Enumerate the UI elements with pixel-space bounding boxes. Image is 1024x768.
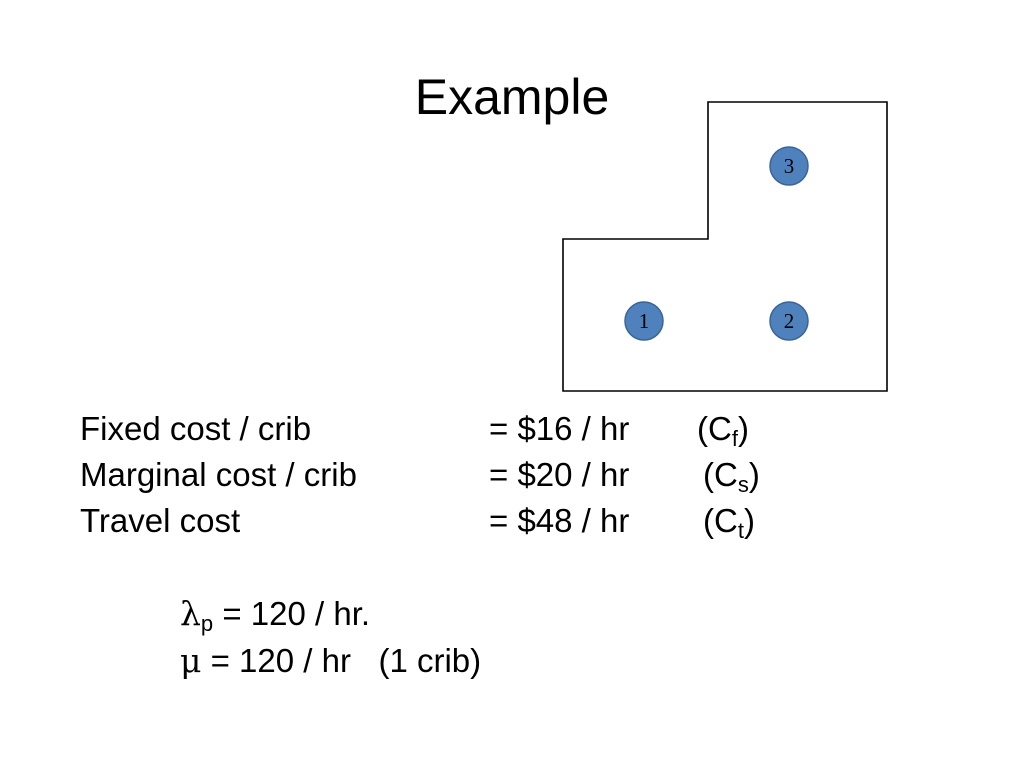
cost-value: = $20 / hr — [489, 456, 630, 493]
crib-node-label: 1 — [639, 309, 650, 333]
service-rate-text: = 120 / hr (1 crib) — [201, 642, 482, 679]
cost-symbol: (Ct) — [703, 502, 755, 543]
lambda-symbol: λ — [180, 594, 201, 633]
crib-node-label: 3 — [784, 154, 795, 178]
lambda-subscript: p — [200, 611, 214, 636]
cost-symbol: (Cs) — [703, 456, 760, 497]
mu-symbol: μ — [180, 641, 202, 680]
slide-title: Example — [414, 69, 610, 125]
arrival-rate: λp = 120 / hr. — [180, 591, 370, 637]
crib-node-1: 1 — [624, 301, 664, 341]
floor-plan-outline — [562, 101, 888, 392]
cost-value: = $16 / hr — [489, 410, 630, 447]
crib-node-2: 2 — [769, 301, 809, 341]
cost-value: = $48 / hr — [489, 502, 630, 539]
cost-label: Travel cost — [80, 502, 241, 539]
service-rate: μ = 120 / hr (1 crib) — [180, 638, 481, 684]
cost-label: Fixed cost / crib — [80, 410, 312, 447]
cost-label: Marginal cost / crib — [80, 456, 357, 493]
cost-symbol: (Cf) — [697, 410, 749, 451]
crib-node-3: 3 — [769, 146, 809, 186]
crib-node-label: 2 — [784, 309, 795, 333]
arrival-rate-text: = 120 / hr. — [213, 595, 371, 632]
